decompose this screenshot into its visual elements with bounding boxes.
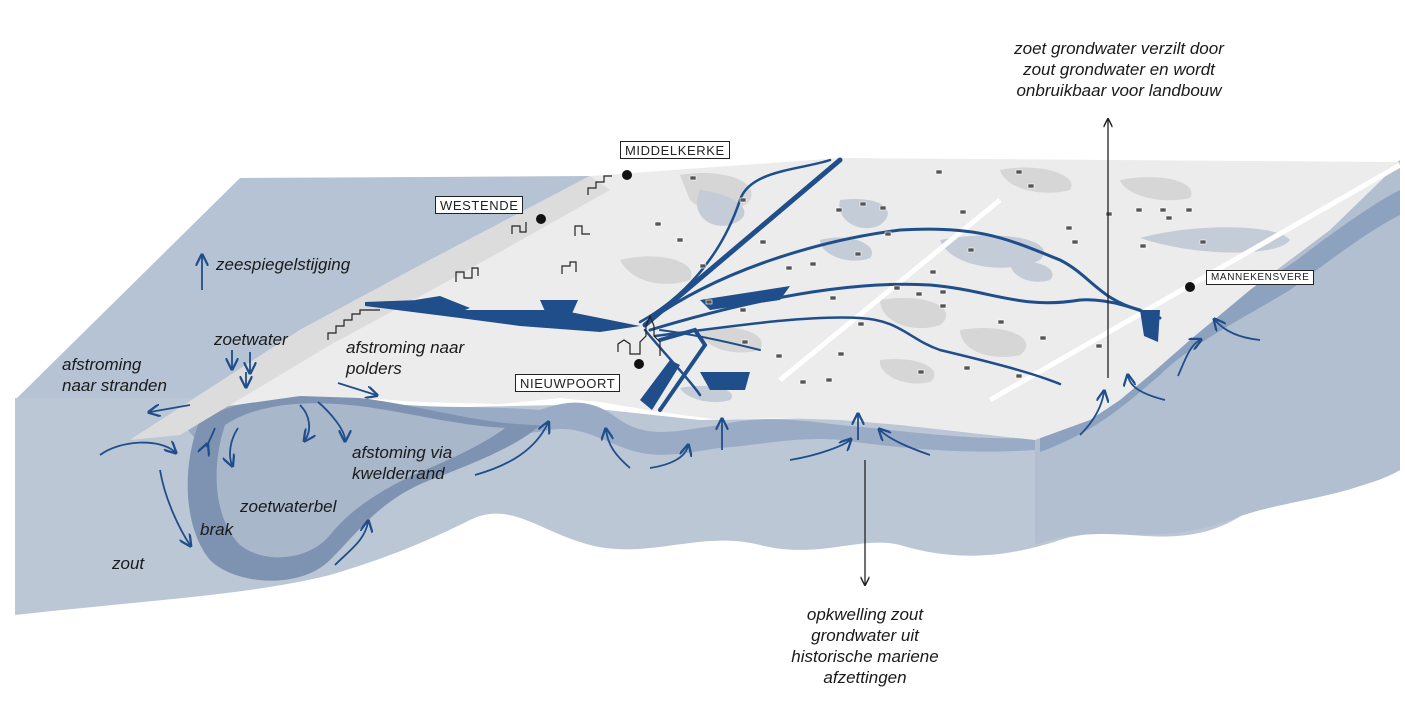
place-label-mannekensvere: MANNEKENSVERE <box>1206 270 1315 285</box>
place-label-westende: WESTENDE <box>435 196 524 214</box>
sea-surface <box>15 176 590 440</box>
label-afstroming-stranden: afstroming naar stranden <box>62 355 167 395</box>
label-opkwelling: opkwelling zout grondwater uit historisc… <box>791 605 939 687</box>
farm-buildings <box>654 169 1207 385</box>
leader-arrows <box>865 120 1108 584</box>
label-afstoming-kwelderrand: afstoming via kwelderrand <box>352 443 453 483</box>
label-verzilt: zoet grondwater verzilt door zout grondw… <box>1014 39 1224 100</box>
label-zoetwaterbel: zoetwaterbel <box>240 497 337 516</box>
arrow-icon <box>99 256 1261 566</box>
church-icon <box>617 314 661 356</box>
fresh-water-bubble <box>216 403 505 558</box>
label-brak: brak <box>200 520 234 539</box>
label-zeespiegelstijging: zeespiegelstijging <box>216 255 351 274</box>
building-icon <box>327 175 612 340</box>
label-zoetwater: zoetwater <box>214 330 288 349</box>
place-label-middelkerke: MIDDELKERKE <box>620 141 730 159</box>
label-zout: zout <box>112 554 145 573</box>
place-label-nieuwpoort: NIEUWPOORT <box>515 374 621 392</box>
water-bodies <box>365 286 1160 410</box>
location-dot-icon <box>536 170 1195 369</box>
label-afstroming-polders: afstroming naar polders <box>346 338 465 378</box>
